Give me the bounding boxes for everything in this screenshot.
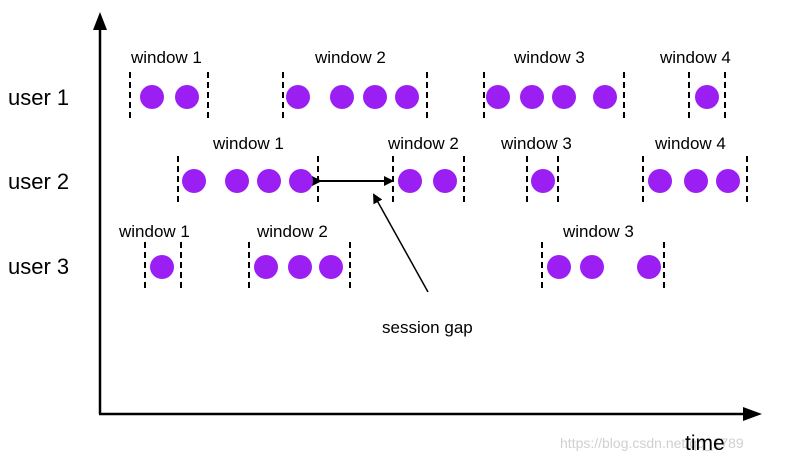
u2-window-1-event-3 [257,169,281,193]
u1-window-2-event-4 [395,85,419,109]
u2-window-1-event-1 [182,169,206,193]
u1-window-3-event-2 [520,85,544,109]
u2-window-1-event-2 [225,169,249,193]
x-axis-label: time [685,432,725,455]
u1-window-2-event-1 [286,85,310,109]
u1-window-4-label: window 4 [659,48,731,67]
u3-window-2-event-1 [254,255,278,279]
row-label-user-1: user 1 [8,85,69,110]
watermark: https://blog.csdn.net/qq_1789 [560,435,744,451]
u1-window-3-event-1 [486,85,510,109]
u1-window-2-label: window 2 [314,48,386,67]
u1-window-3-label: window 3 [513,48,585,67]
session-gap-label: session gap [382,318,473,337]
y-axis-arrow-icon [93,12,107,30]
u1-window-1-event-2 [175,85,199,109]
u2-window-3-event-1 [531,169,555,193]
u2-window-1-label: window 1 [212,134,284,153]
u3-window-2-label: window 2 [256,222,328,241]
u3-window-1-event-1 [150,255,174,279]
u3-window-3-label: window 3 [562,222,634,241]
row-label-user-3: user 3 [8,254,69,279]
u1-window-4-event-1 [695,85,719,109]
windows-layer [129,72,748,291]
u2-window-4-label: window 4 [654,134,726,153]
u2-window-2-event-2 [433,169,457,193]
row-label-user-2: user 2 [8,169,69,194]
u2-window-4-event-2 [684,169,708,193]
u3-window-3-event-1 [547,255,571,279]
u3-window-1-label: window 1 [118,222,190,241]
u1-window-3-event-3 [552,85,576,109]
u1-window-1-label: window 1 [130,48,202,67]
u2-window-2-label: window 2 [387,134,459,153]
u2-window-3-label: window 3 [500,134,572,153]
u2-window-4-event-1 [648,169,672,193]
u2-window-2-event-1 [398,169,422,193]
u1-window-2-event-2 [330,85,354,109]
u3-window-3-event-3 [637,255,661,279]
u1-window-2-event-3 [363,85,387,109]
u3-window-3-event-2 [580,255,604,279]
x-axis-arrow-icon [743,407,762,421]
u2-window-1-event-4 [289,169,313,193]
u3-window-2-event-3 [319,255,343,279]
u2-window-4-event-3 [716,169,740,193]
session-gap-pointer-arrow [373,193,429,293]
u1-window-3-event-4 [593,85,617,109]
u3-window-2-event-2 [288,255,312,279]
u1-window-1-event-1 [140,85,164,109]
